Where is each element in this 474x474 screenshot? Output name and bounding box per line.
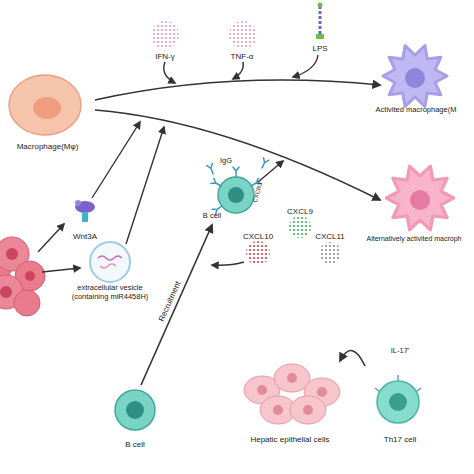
cell-label: Alternatively activited macroph: [354, 235, 474, 243]
cell-label: extracellular vesicle (containing miR445…: [60, 284, 160, 301]
cell-node: Macrophage(Mφ): [0, 70, 95, 160]
alternative-macrophage-cell: [386, 166, 453, 230]
cell-node: IL-17' Th17 cell: [365, 345, 435, 450]
cell-node: Alternatively activited macroph: [380, 165, 474, 250]
cell-label: Macrophage(Mφ): [0, 142, 95, 151]
cell-label: B cell: [105, 440, 165, 449]
arrow-connector: [95, 110, 380, 200]
arrow-connector: [141, 225, 212, 385]
cell-node: Hepatic epithelial cells: [240, 345, 340, 450]
molecule-label: TNF-α: [222, 52, 262, 61]
chemokine-arrow: [212, 262, 244, 265]
cell-label: Activited macrophage(M: [358, 106, 474, 115]
arrow-connector: [340, 351, 365, 366]
activated-macrophage-cell: [383, 46, 447, 107]
arrow-connector: [95, 80, 380, 100]
th17-cell: [375, 375, 421, 423]
cell-label: IgG: [211, 157, 241, 166]
tumor-arrow: [38, 224, 64, 252]
tumor-cells: [0, 237, 45, 316]
b-cell: [115, 390, 155, 430]
stimuli: [151, 3, 324, 84]
vesicle-arrow: [126, 127, 164, 244]
molecule-label: LPS: [300, 44, 340, 53]
cell-node: Activited macrophage(M: [380, 40, 474, 120]
cell-node: Wnt3A: [62, 198, 108, 246]
cell-label: B cell: [195, 212, 229, 221]
cell-node: IgG CXCR3 B cell: [195, 155, 280, 225]
b-cell: [207, 158, 269, 215]
cell-node: B cell: [105, 385, 165, 455]
cell-label: Wnt3A: [62, 232, 108, 241]
bcell-arrow: [258, 161, 283, 182]
molecule-label: CXCL10: [236, 232, 280, 241]
edge-label: Recruitment: [149, 263, 190, 340]
molecule-label: CXCL11: [308, 232, 352, 241]
macrophage-cell: [9, 75, 81, 135]
wnt-arrow: [92, 122, 140, 198]
tumor-arrow: [42, 268, 80, 272]
cell-label: CXCR3: [251, 177, 265, 208]
cell-label: Th17 cell: [365, 435, 435, 444]
cell-label: IL-17': [365, 347, 435, 356]
cell-label: Hepatic epithelial cells: [240, 435, 340, 444]
molecule-label: IFN-γ: [145, 52, 185, 61]
molecule-label: CXCL9: [280, 207, 320, 216]
vesicle: [90, 242, 130, 282]
hepatic-cells: [244, 364, 340, 424]
cell-node: extracellular vesicle (containing miR445…: [60, 235, 160, 310]
wnt3a-icon: [75, 200, 95, 222]
